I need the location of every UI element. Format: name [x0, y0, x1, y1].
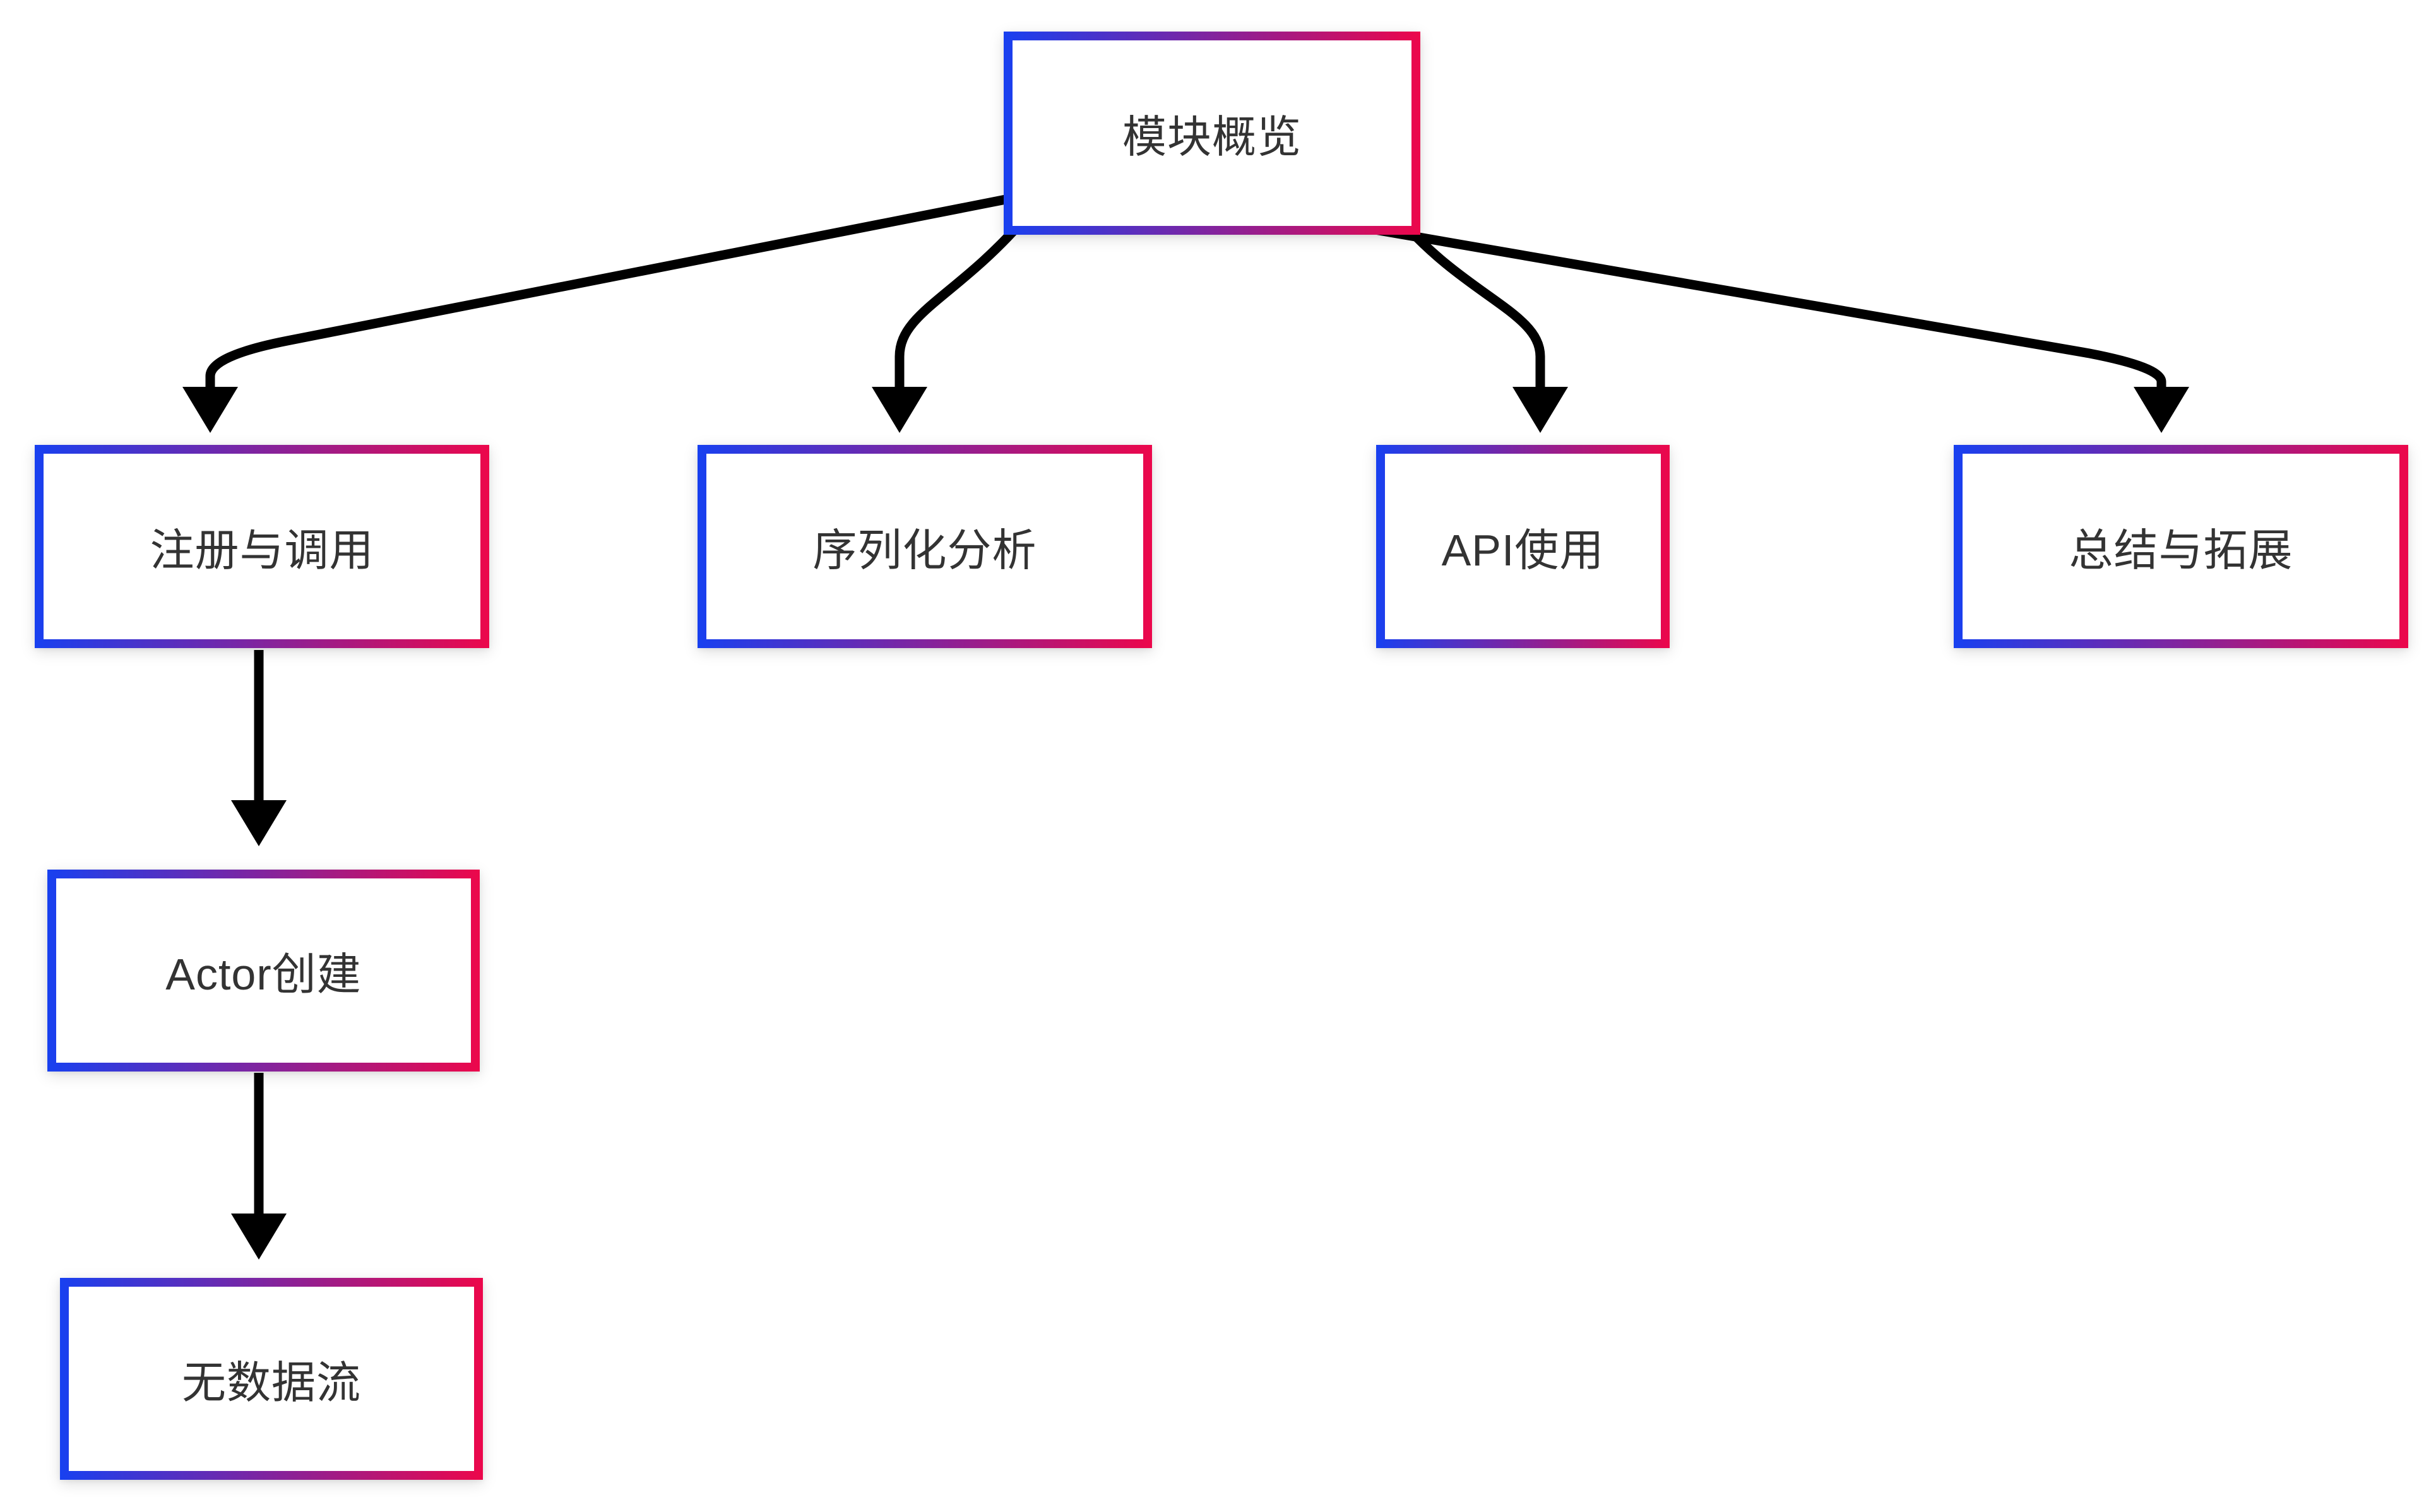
node-summary: 总结与拓展 — [1954, 445, 2408, 648]
edge-overview-to-serialization — [872, 218, 1026, 433]
arrowhead-icon — [182, 387, 238, 433]
edge-overview-to-summary — [1286, 210, 2189, 433]
node-overview: 模块概览 — [1004, 32, 1420, 235]
node-actor-creation: Actor创建 — [47, 870, 480, 1072]
arrowhead-icon — [872, 387, 927, 433]
node-no-dataflow-body: 无数据流 — [69, 1287, 474, 1471]
node-summary-label: 总结与拓展 — [2069, 525, 2293, 575]
edge-overview-to-registration — [182, 181, 1074, 433]
node-serialization-label: 序列化分析 — [812, 525, 1037, 575]
arrowhead-icon — [1512, 387, 1568, 433]
edge-registration-to-actor-creation — [231, 650, 287, 846]
arrowhead-icon — [2134, 387, 2189, 433]
node-serialization: 序列化分析 — [698, 445, 1152, 648]
arrowhead-icon — [231, 800, 287, 846]
node-api-usage-label: API使用 — [1441, 525, 1605, 575]
node-overview-label: 模块概览 — [1122, 112, 1302, 162]
node-registration: 注册与调用 — [35, 445, 489, 648]
node-overview-body: 模块概览 — [1013, 40, 1411, 226]
node-api-usage: API使用 — [1376, 445, 1670, 648]
node-api-usage-body: API使用 — [1385, 454, 1661, 639]
edge-overview-to-api-usage — [1398, 218, 1568, 433]
edge-actor-creation-to-no-dataflow — [231, 1073, 287, 1260]
node-actor-creation-body: Actor创建 — [56, 878, 471, 1063]
arrowhead-icon — [231, 1214, 287, 1260]
node-serialization-body: 序列化分析 — [706, 454, 1143, 639]
node-no-dataflow-label: 无数据流 — [182, 1357, 361, 1407]
node-no-dataflow: 无数据流 — [60, 1278, 483, 1480]
node-registration-label: 注册与调用 — [150, 525, 374, 575]
node-summary-body: 总结与拓展 — [1963, 454, 2399, 639]
node-registration-body: 注册与调用 — [44, 454, 480, 639]
node-actor-creation-label: Actor创建 — [165, 949, 362, 999]
